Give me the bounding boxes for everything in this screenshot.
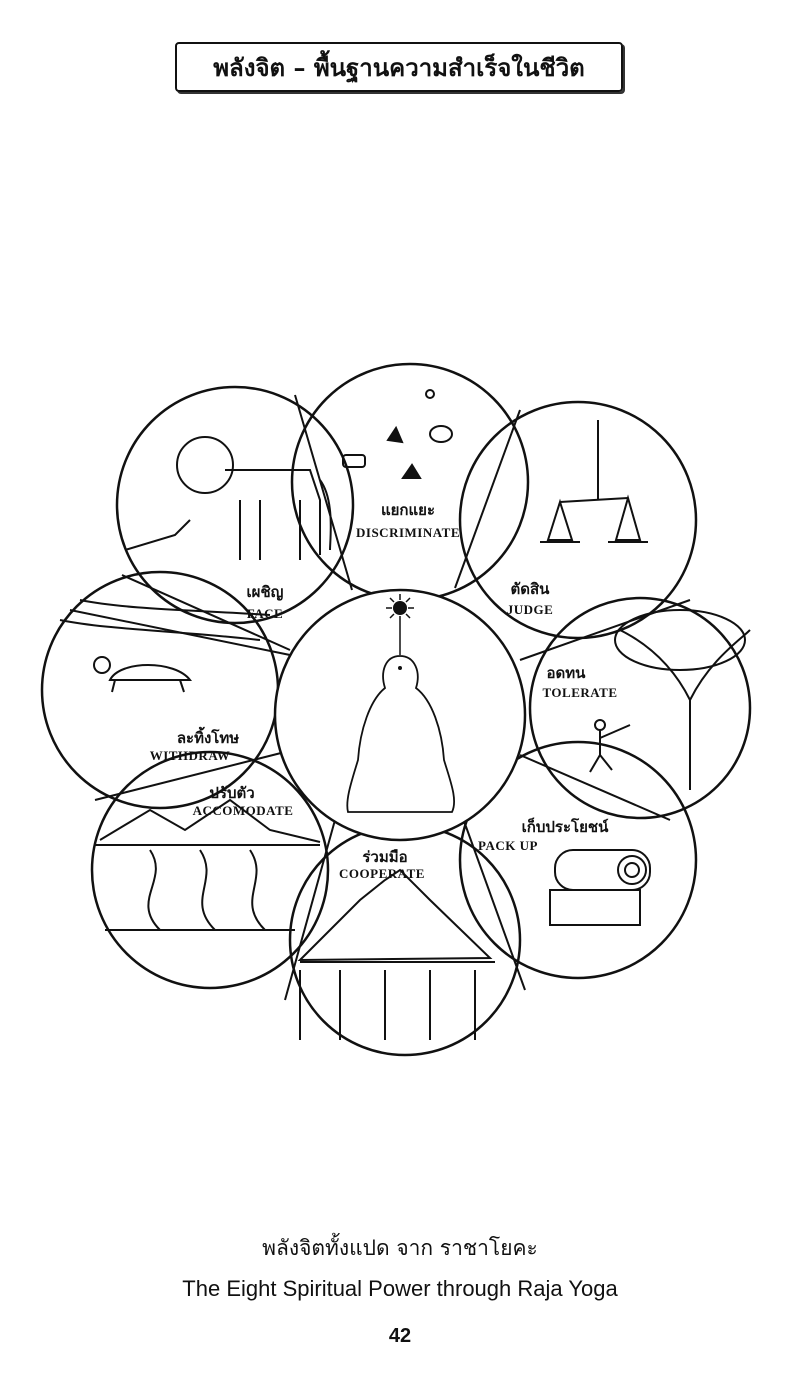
label-th-tolerate: อดทน — [547, 664, 587, 682]
caption-thai: พลังจิตทั้งแปด จาก ราชาโยคะ — [262, 1236, 538, 1260]
petal-withdraw — [40, 570, 280, 810]
label-en-pack-up: PACK UP — [478, 838, 538, 853]
petal-dividers — [69, 394, 691, 1001]
label-en-face: FACE — [247, 606, 283, 621]
label-en-tolerate: TOLERATE — [542, 685, 617, 700]
meditating-figure-icon — [346, 655, 456, 813]
river-mountains-icon — [95, 798, 321, 931]
label-th-accomodate: ปรับตัว — [209, 784, 254, 802]
petal-face — [115, 385, 355, 625]
tree-icon — [614, 609, 751, 790]
mountain-hands-icon — [297, 868, 495, 1040]
third-eye-icon — [398, 666, 402, 670]
petal-accomodate — [90, 750, 330, 990]
label-th-face: เผชิญ — [247, 583, 284, 601]
label-en-withdraw: WITHDRAW — [150, 748, 231, 763]
label-en-cooperate: COOPERATE — [339, 866, 425, 881]
petal-discriminate — [290, 362, 530, 602]
center-circle — [273, 588, 527, 842]
lion-icon — [124, 436, 332, 560]
stick-figure-icon — [589, 719, 631, 773]
scales-icon — [540, 420, 648, 543]
label-en-discriminate: DISCRIMINATE — [356, 525, 460, 540]
page-number: 42 — [388, 1325, 412, 1347]
label-th-judge: ตัดสิน — [511, 580, 551, 598]
petal-judge — [458, 400, 698, 640]
petal-pack-up — [458, 740, 698, 980]
stones-icon — [342, 389, 453, 479]
light-point-icon — [386, 594, 414, 655]
label-th-cooperate: ร่วมมือ — [362, 848, 407, 866]
turtle-icon — [59, 599, 271, 693]
page-title: พลังจิต – พื้นฐานความสำเร็จในชีวิต — [175, 42, 623, 92]
label-th-withdraw: ละทิ้งโทษ — [177, 726, 239, 747]
caption-english: The Eight Spiritual Power through Raja Y… — [182, 1276, 618, 1301]
bedroll-chest-icon — [549, 849, 651, 926]
label-th-discriminate: แยกแยะ — [381, 501, 435, 519]
petal-tolerate — [528, 596, 752, 820]
label-en-accomodate: ACCOMODATE — [193, 803, 294, 818]
label-en-judge: JUDGE — [507, 602, 554, 617]
label-th-pack-up: เก็บประโยชน์ — [522, 817, 609, 836]
